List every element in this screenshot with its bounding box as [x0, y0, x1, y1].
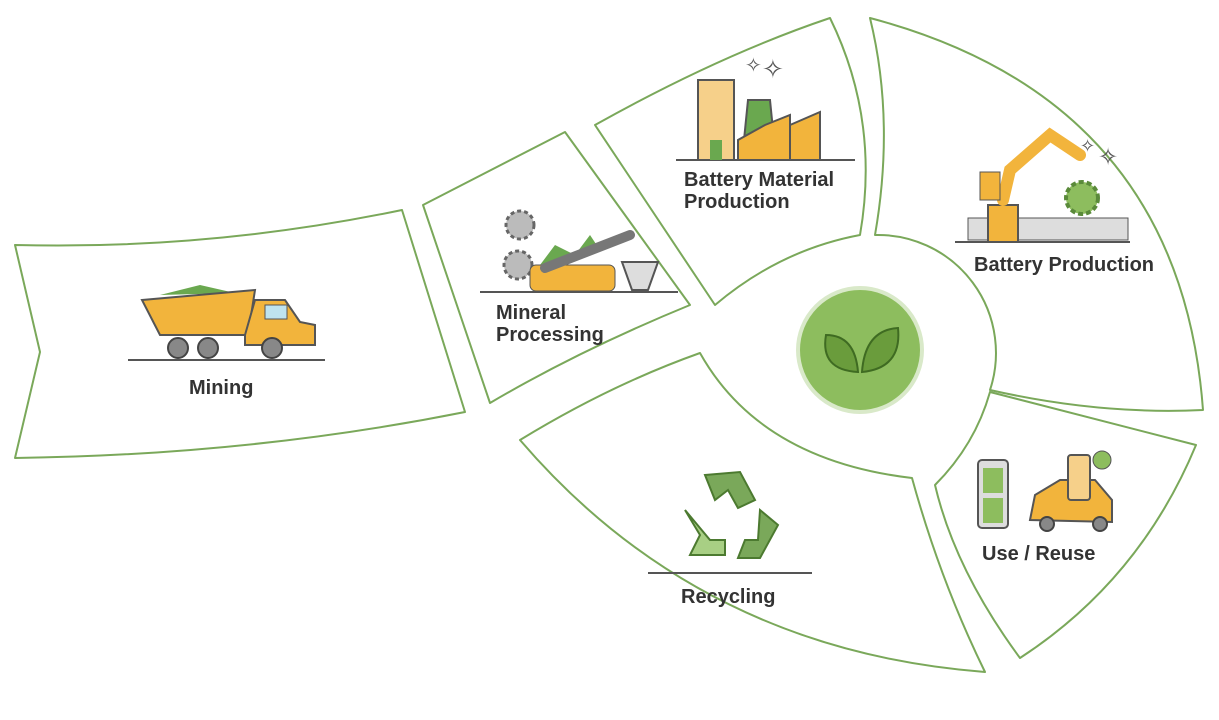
robot-arm-icon: ✧✧ — [955, 127, 1130, 243]
label-battery-production: Battery Production — [974, 254, 1155, 276]
label-recycling: Recycling — [681, 586, 776, 608]
factory-icon: ✧✧ — [676, 54, 855, 161]
label-use-reuse: Use / Reuse — [982, 543, 1096, 565]
leaves-icon — [824, 326, 900, 374]
segment-recycling — [519, 352, 986, 673]
label-mineral-processing: Mineral Processing — [496, 302, 604, 346]
battery-car-icon — [977, 450, 1113, 532]
segment-battery-production — [869, 17, 1204, 412]
center-circle — [796, 286, 924, 414]
label-battery-material-production: Battery Material Production — [684, 169, 835, 213]
label-mining: Mining — [189, 377, 254, 399]
svg-text:✧: ✧ — [745, 55, 762, 77]
svg-text:✧: ✧ — [1098, 144, 1118, 171]
conveyor-gears-icon — [480, 209, 678, 293]
recycle-icon — [648, 470, 812, 574]
svg-text:✧: ✧ — [1080, 136, 1095, 156]
segment-use-reuse — [934, 391, 1197, 659]
svg-text:✧: ✧ — [762, 54, 784, 84]
dump-truck-icon — [128, 285, 325, 361]
segment-battery-material-production — [594, 17, 867, 306]
